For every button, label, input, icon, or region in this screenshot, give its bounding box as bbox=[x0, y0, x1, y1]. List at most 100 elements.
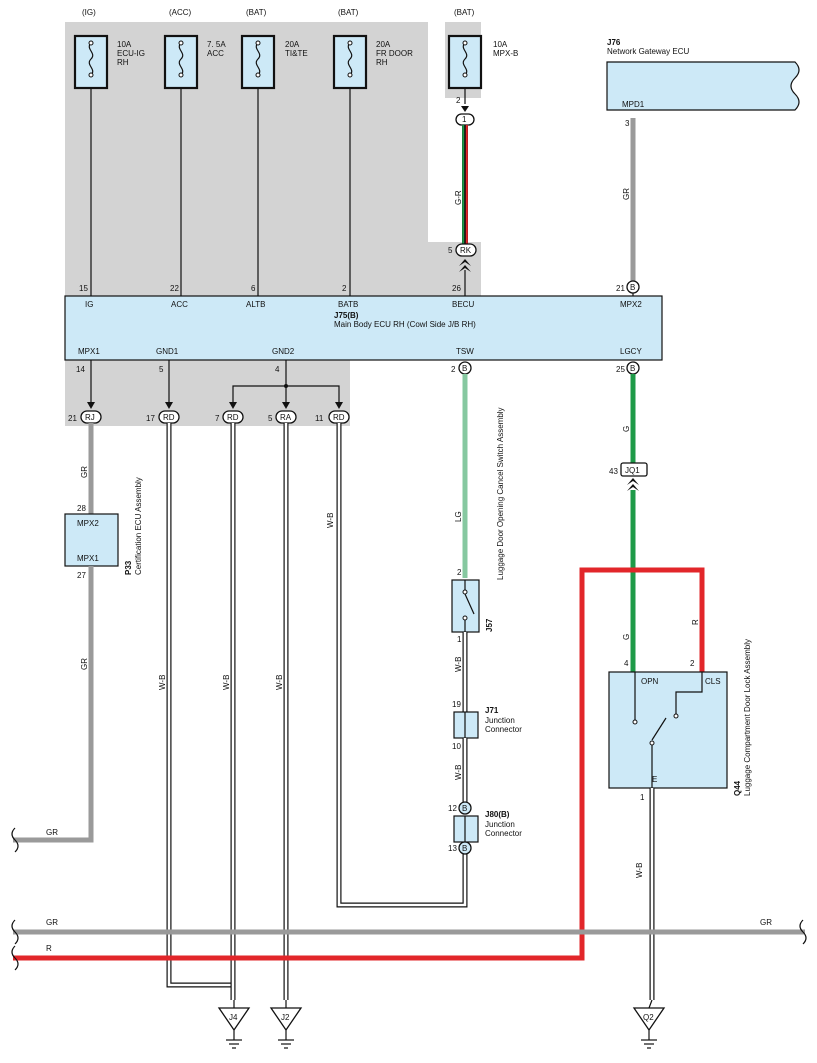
svg-text:2: 2 bbox=[451, 365, 456, 374]
svg-text:11: 11 bbox=[315, 414, 324, 423]
svg-text:13: 13 bbox=[448, 844, 457, 853]
svg-text:(IG): (IG) bbox=[82, 8, 96, 17]
svg-text:RD: RD bbox=[227, 413, 239, 422]
svg-text:ACC: ACC bbox=[171, 300, 188, 309]
fuse-mpx-b: (BAT) 10A MPX-B bbox=[447, 8, 518, 90]
main-body-ecu: 15 22 6 2 26 IG ACC ALTB BATB BECU MPX2 … bbox=[64, 284, 663, 361]
svg-text:20A: 20A bbox=[285, 40, 300, 49]
svg-text:FR DOOR: FR DOOR bbox=[376, 49, 413, 58]
svg-text:GR: GR bbox=[760, 918, 772, 927]
svg-text:E: E bbox=[652, 775, 657, 784]
svg-text:P33: P33 bbox=[124, 560, 133, 575]
svg-text:GR: GR bbox=[46, 828, 58, 837]
svg-text:GR: GR bbox=[46, 918, 58, 927]
svg-text:J57: J57 bbox=[485, 618, 494, 632]
ground-q2: Q2 bbox=[632, 999, 666, 1049]
svg-text:W-B: W-B bbox=[326, 513, 335, 528]
wire-g-r bbox=[462, 125, 468, 244]
svg-text:4: 4 bbox=[624, 659, 629, 668]
svg-text:J75(B): J75(B) bbox=[334, 311, 359, 320]
svg-text:Junction: Junction bbox=[485, 820, 515, 829]
svg-text:R: R bbox=[46, 944, 52, 953]
svg-text:W-B: W-B bbox=[454, 765, 463, 780]
svg-text:ECU-IG: ECU-IG bbox=[117, 49, 145, 58]
svg-text:GR: GR bbox=[80, 658, 89, 670]
svg-text:RA: RA bbox=[280, 413, 292, 422]
svg-text:J76: J76 bbox=[607, 38, 621, 47]
network-gateway-ecu: J76 Network Gateway ECU MPD1 3 bbox=[606, 38, 800, 128]
svg-text:2: 2 bbox=[690, 659, 695, 668]
svg-text:RH: RH bbox=[117, 58, 129, 67]
wire-gr-cert-out bbox=[13, 566, 94, 843]
svg-text:12: 12 bbox=[448, 804, 457, 813]
svg-text:(BAT): (BAT) bbox=[454, 8, 475, 17]
svg-text:7: 7 bbox=[215, 414, 220, 423]
svg-text:MPX2: MPX2 bbox=[620, 300, 642, 309]
svg-text:Luggage Compartment Door Lock: Luggage Compartment Door Lock Assembly bbox=[743, 639, 752, 796]
svg-text:J2: J2 bbox=[281, 1013, 290, 1022]
svg-text:Connector: Connector bbox=[485, 829, 522, 838]
svg-text:G-R: G-R bbox=[454, 190, 463, 205]
svg-text:RD: RD bbox=[333, 413, 345, 422]
svg-text:20A: 20A bbox=[376, 40, 391, 49]
certification-ecu: MPX2 MPX1 P33 Certification ECU Assembly bbox=[64, 477, 143, 575]
svg-text:15: 15 bbox=[79, 284, 88, 293]
fuse-ecu-ig: (IG) 10A ECU-IG RH bbox=[73, 8, 145, 90]
wire-wb-j80 bbox=[337, 423, 467, 907]
svg-text:MPD1: MPD1 bbox=[622, 100, 645, 109]
svg-text:G: G bbox=[622, 634, 631, 640]
svg-text:MPX1: MPX1 bbox=[77, 554, 99, 563]
svg-text:RD: RD bbox=[163, 413, 175, 422]
svg-text:10: 10 bbox=[452, 742, 461, 751]
svg-text:Network Gateway ECU: Network Gateway ECU bbox=[607, 47, 689, 56]
svg-text:2: 2 bbox=[456, 96, 461, 105]
svg-text:TSW: TSW bbox=[456, 347, 474, 356]
svg-text:CLS: CLS bbox=[705, 677, 721, 686]
junction-j80: J80(B) Junction Connector bbox=[453, 810, 522, 843]
svg-text:B: B bbox=[462, 804, 467, 813]
svg-text:MPX-B: MPX-B bbox=[493, 49, 518, 58]
svg-text:B: B bbox=[462, 364, 467, 373]
svg-text:LGCY: LGCY bbox=[620, 347, 642, 356]
svg-text:(ACC): (ACC) bbox=[169, 8, 192, 17]
svg-text:W-B: W-B bbox=[635, 863, 644, 878]
svg-text:MPX2: MPX2 bbox=[77, 519, 99, 528]
svg-text:GR: GR bbox=[80, 466, 89, 478]
svg-text:RJ: RJ bbox=[85, 413, 95, 422]
svg-text:27: 27 bbox=[77, 571, 86, 580]
svg-text:10A: 10A bbox=[493, 40, 508, 49]
svg-text:BECU: BECU bbox=[452, 300, 474, 309]
svg-text:ACC: ACC bbox=[207, 49, 224, 58]
svg-text:14: 14 bbox=[76, 365, 85, 374]
svg-text:RH: RH bbox=[376, 58, 388, 67]
svg-text:Junction: Junction bbox=[485, 716, 515, 725]
svg-text:J71: J71 bbox=[485, 706, 499, 715]
svg-text:B: B bbox=[462, 844, 467, 853]
svg-text:GND1: GND1 bbox=[156, 347, 179, 356]
connector-rk bbox=[455, 243, 477, 257]
svg-text:JQ1: JQ1 bbox=[625, 466, 640, 475]
svg-text:26: 26 bbox=[452, 284, 461, 293]
svg-text:GR: GR bbox=[622, 188, 631, 200]
svg-text:ALTB: ALTB bbox=[246, 300, 265, 309]
svg-text:21: 21 bbox=[68, 414, 77, 423]
svg-text:1: 1 bbox=[640, 793, 645, 802]
svg-text:G: G bbox=[622, 426, 631, 432]
svg-text:LG: LG bbox=[454, 511, 463, 522]
svg-text:OPN: OPN bbox=[641, 677, 659, 686]
wire-r bbox=[13, 567, 705, 961]
svg-text:2: 2 bbox=[457, 568, 462, 577]
svg-text:BATB: BATB bbox=[338, 300, 358, 309]
svg-text:(BAT): (BAT) bbox=[338, 8, 359, 17]
switch-j57: J57 bbox=[451, 579, 494, 633]
svg-text:22: 22 bbox=[170, 284, 179, 293]
svg-text:28: 28 bbox=[77, 504, 86, 513]
fuse-fr-door: (BAT) 20A FR DOOR RH bbox=[332, 8, 413, 90]
svg-text:2: 2 bbox=[342, 284, 347, 293]
svg-text:B: B bbox=[630, 283, 635, 292]
fuse-ti-te: (BAT) 20A TI&TE bbox=[240, 8, 308, 90]
svg-text:10A: 10A bbox=[117, 40, 132, 49]
svg-text:IG: IG bbox=[85, 300, 93, 309]
svg-text:17: 17 bbox=[146, 414, 155, 423]
